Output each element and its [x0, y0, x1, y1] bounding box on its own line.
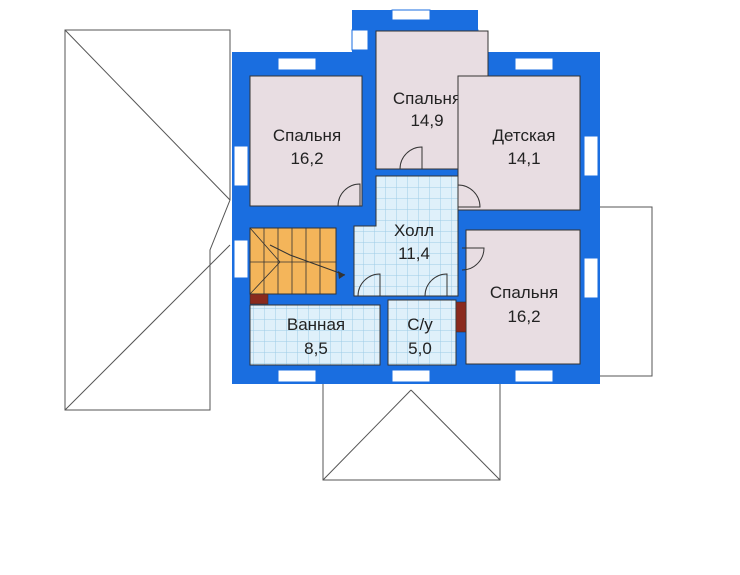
room-bathroom-area: 8,5 [304, 339, 328, 358]
room-kids-room-area: 14,1 [507, 149, 540, 168]
roof-outline-left [64, 29, 231, 411]
room-bathroom: Ванная 8,5 [249, 304, 381, 366]
room-hall-name: Холл [394, 221, 434, 240]
room-bedroom-3-name: Спальня [490, 283, 558, 302]
room-bedroom-2-name: Спальня [393, 89, 461, 108]
room-wc-name: С/у [407, 315, 433, 334]
door-swings [337, 146, 485, 297]
room-hall-area: 11,4 [398, 244, 430, 263]
chimney-bricks [249, 293, 467, 333]
room-wc-area: 5,0 [408, 339, 432, 358]
room-wc: С/у 5,0 [387, 299, 457, 366]
room-bedroom-3: Спальня 16,2 [465, 229, 581, 365]
room-hall: Холл 11,4 [353, 175, 459, 297]
roof-outline-right [600, 206, 653, 377]
windows [233, 9, 599, 383]
room-kids-room-name: Детская [493, 126, 556, 145]
roof-outline-bottom [322, 374, 501, 481]
room-bedroom-1-area: 16,2 [290, 149, 323, 168]
room-bedroom-1: Спальня 16,2 [249, 75, 363, 207]
room-bedroom-1-name: Спальня [273, 126, 341, 145]
room-kids-room: Детская 14,1 [457, 75, 581, 211]
staircase [249, 227, 346, 295]
room-bathroom-name: Ванная [287, 315, 345, 334]
room-bedroom-3-area: 16,2 [507, 307, 540, 326]
room-bedroom-2-area: 14,9 [410, 111, 443, 130]
